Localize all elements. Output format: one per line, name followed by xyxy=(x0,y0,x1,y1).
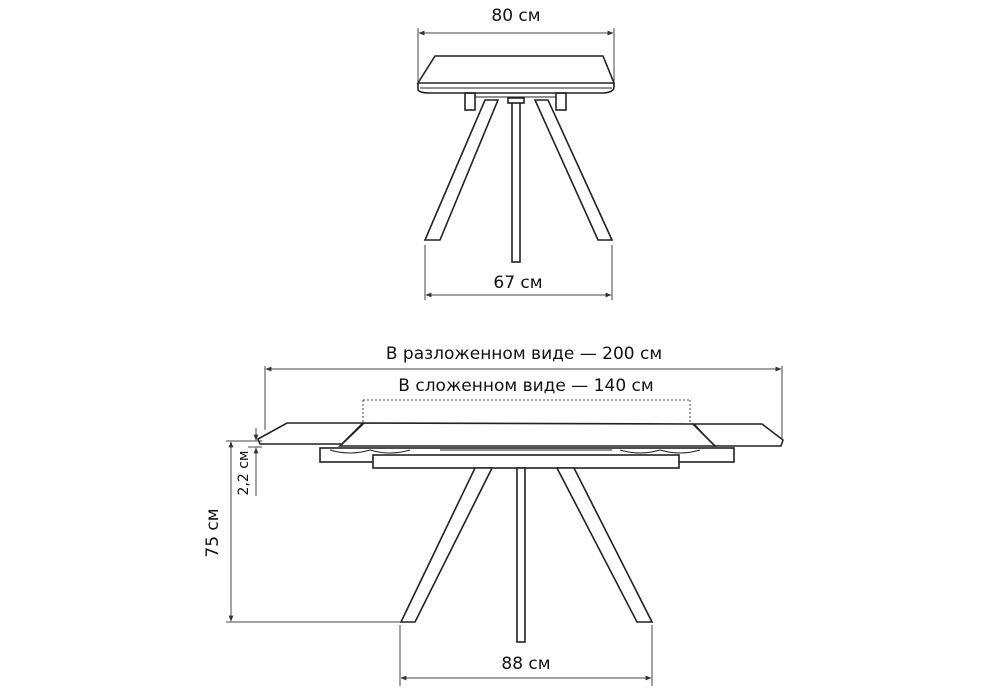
side-view-dimensions xyxy=(226,366,783,686)
top-leg-span-label: 67 см xyxy=(493,273,543,293)
extended-length-label: В разложенном виде — 200 см xyxy=(385,344,663,364)
side-leg-span-label: 88 см xyxy=(501,654,551,674)
thickness-label: 2,2 см xyxy=(236,450,252,496)
front-view-table xyxy=(416,55,616,263)
height-label: 75 см xyxy=(203,508,223,558)
front-view-dimensions xyxy=(417,28,615,300)
folded-length-label: В сложенном виде — 140 см xyxy=(398,376,654,396)
side-view-table xyxy=(256,422,784,643)
top-width-label: 80 см xyxy=(491,6,541,26)
